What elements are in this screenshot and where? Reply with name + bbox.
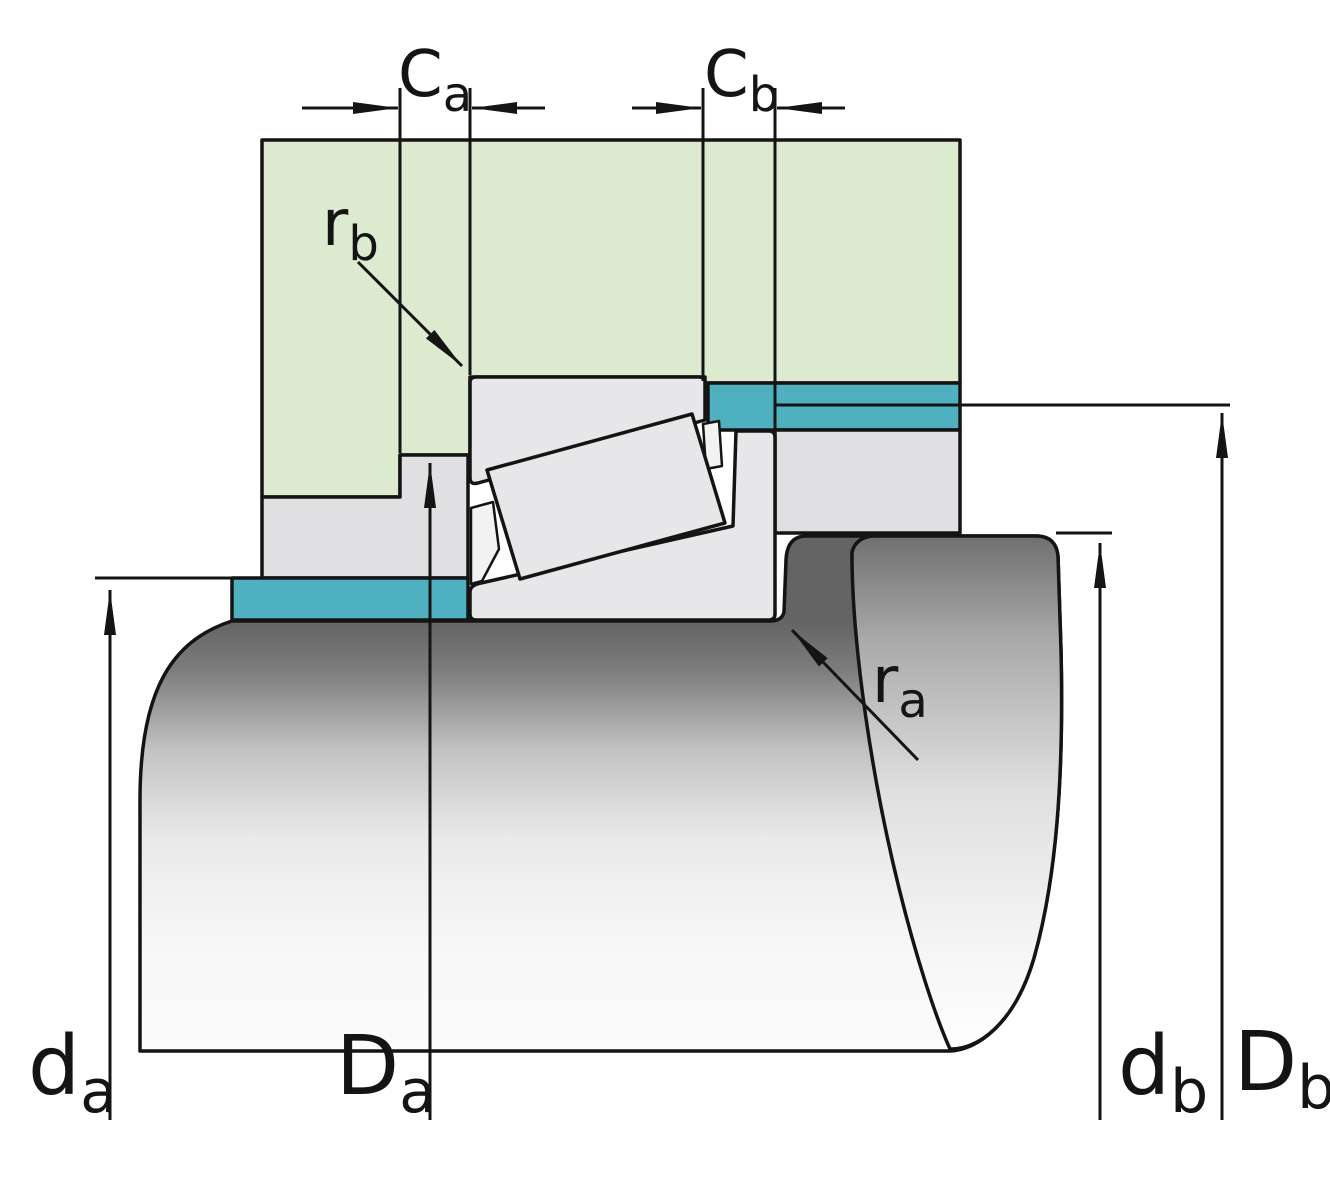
bearing-roller (485, 412, 727, 581)
label-da: da (28, 1019, 117, 1127)
cage-segment-left (469, 500, 501, 586)
shaft-shoulder-dome (850, 534, 1064, 1051)
leader-ra (790, 628, 920, 762)
label-ra: ra (872, 644, 928, 729)
dimension-lines (95, 88, 1230, 1120)
label-Db: Db (1234, 1015, 1330, 1123)
sleeve-left (230, 576, 470, 622)
spacer-right (773, 428, 962, 535)
label-Da: Da (336, 1019, 436, 1127)
label-Ca: Ca (398, 38, 472, 123)
label-rb: rb (322, 187, 379, 272)
label-db: db (1118, 1019, 1208, 1127)
label-Cb: Cb (704, 38, 779, 123)
leader-rb (356, 260, 464, 368)
